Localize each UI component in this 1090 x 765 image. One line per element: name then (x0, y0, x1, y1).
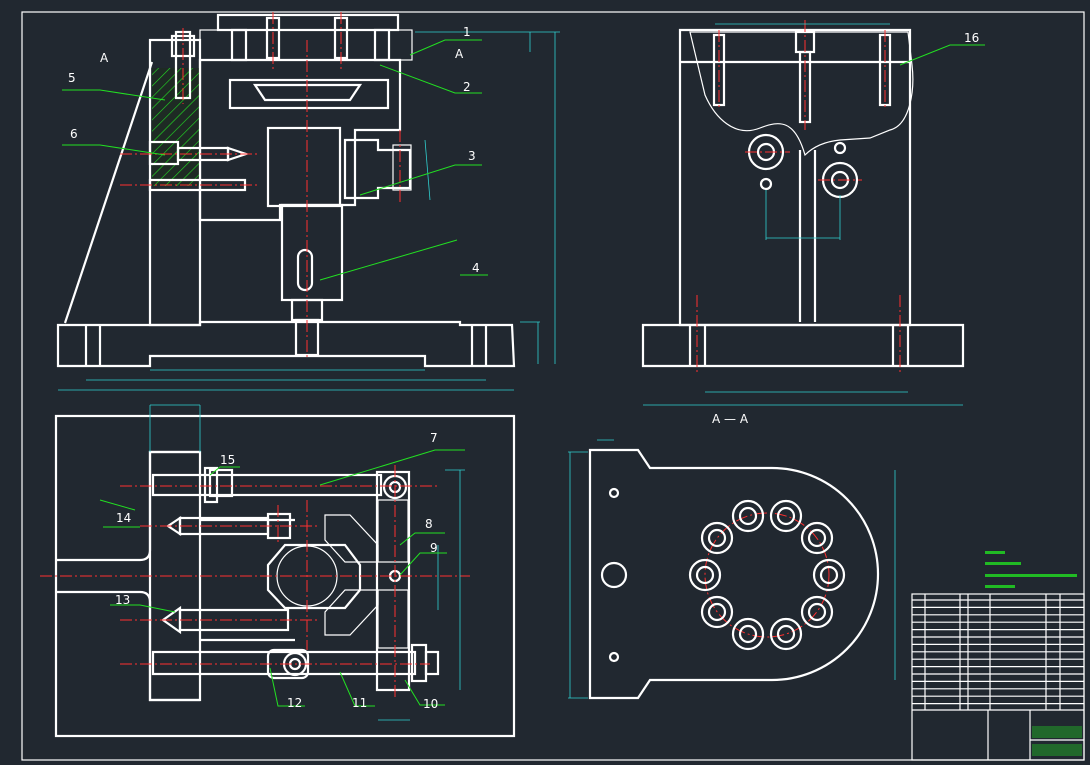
part-label-2: 2 (463, 80, 471, 94)
part-label-6: 6 (70, 127, 78, 141)
part-label-10: 10 (423, 697, 438, 711)
side-view (641, 20, 965, 406)
section-mark-right: A (455, 47, 464, 61)
part-label-3: 3 (468, 149, 476, 163)
front-view (56, 12, 560, 391)
side-view-title: A — A (712, 412, 749, 426)
bolt-circle (688, 499, 846, 651)
part-label-15: 15 (220, 453, 235, 467)
part-label-12: 12 (287, 696, 302, 710)
part-label-9: 9 (430, 541, 438, 555)
top-view (40, 404, 516, 738)
section-mark-left: A (100, 51, 109, 65)
drawing-frame (21, 11, 1085, 761)
part-label-7: 7 (430, 431, 438, 445)
part-label-16: 16 (964, 31, 979, 45)
title-block (911, 551, 1085, 761)
part-label-4: 4 (472, 261, 480, 275)
plate-view (568, 439, 896, 700)
part-label-13: 13 (115, 593, 130, 607)
leader-lines (62, 39, 985, 707)
part-label-5: 5 (68, 71, 76, 85)
part-label-1: 1 (463, 25, 471, 39)
part-label-14: 14 (116, 511, 131, 525)
part-label-8: 8 (425, 517, 433, 531)
part-label-11: 11 (352, 696, 367, 710)
